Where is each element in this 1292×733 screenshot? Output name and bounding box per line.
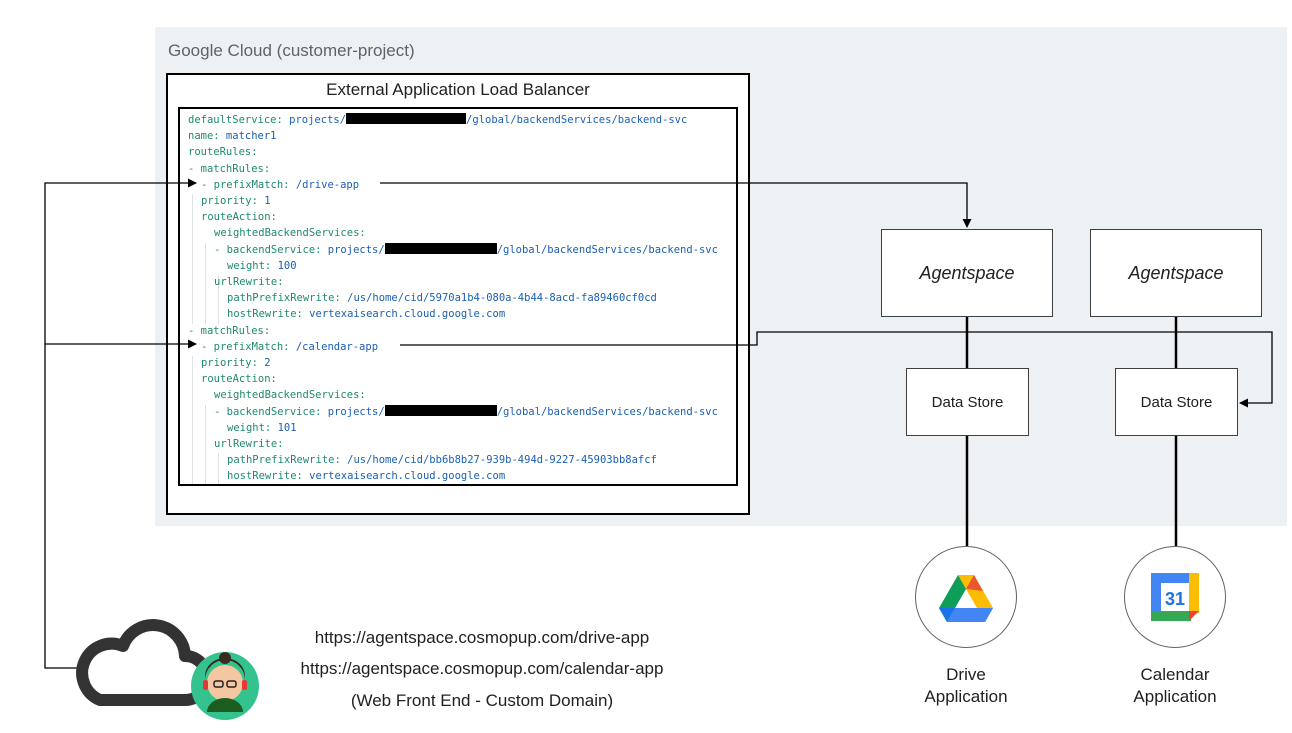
calendar-day-number: 31 xyxy=(1165,589,1185,609)
calendar-app-label-line2: Application xyxy=(1133,687,1217,706)
frontend-caption: (Web Front End - Custom Domain) xyxy=(350,691,614,710)
config-value: /us/home/cid/5970a1b4-080a-4b44-8acd-fa8… xyxy=(340,292,657,305)
drive-app-label: Drive Application xyxy=(896,664,1036,708)
redacted-project-id xyxy=(384,242,497,254)
config-line: urlRewrite: xyxy=(214,274,284,290)
config-key: - backendService: xyxy=(214,243,322,256)
indent-guide xyxy=(192,194,193,324)
indent-guide xyxy=(218,275,219,324)
config-key: pathPrefixRewrite: xyxy=(227,292,341,305)
redacted-project-id xyxy=(346,113,467,124)
calendar-app-label: Calendar Application xyxy=(1105,664,1245,708)
cloud-region-title: Google Cloud (customer-project) xyxy=(168,41,415,60)
config-line: routeAction: xyxy=(201,209,277,225)
config-key: - matchRules: xyxy=(188,324,271,337)
config-value: /global/backendServices/backend-svc xyxy=(466,114,688,126)
config-key: weightedBackendServices: xyxy=(214,227,366,240)
datastore-calendar-node: Data Store xyxy=(1115,368,1238,436)
config-line: name: matcher1 xyxy=(188,128,277,144)
config-value: projects/ xyxy=(321,243,385,256)
agentspace-drive-label: Agentspace xyxy=(919,262,1015,283)
config-key: - matchRules: xyxy=(188,162,271,175)
config-key: pathPrefixRewrite: xyxy=(227,454,341,467)
cloud-icon xyxy=(76,619,213,706)
google-drive-icon xyxy=(939,575,993,622)
config-key: hostRewrite: xyxy=(227,470,303,483)
config-key: weight: xyxy=(227,259,272,272)
config-line: weightedBackendServices: xyxy=(214,387,366,403)
config-line: weight: 100 xyxy=(227,258,297,274)
load-balancer-title: External Application Load Balancer xyxy=(326,80,590,99)
datastore-drive-node: Data Store xyxy=(906,368,1029,436)
config-line: weight: 101 xyxy=(227,420,297,436)
config-key: urlRewrite: xyxy=(214,276,284,288)
config-value: 2 xyxy=(257,357,271,369)
config-line: defaultService: projects/ /global/backend… xyxy=(188,112,687,128)
config-key: name: xyxy=(188,130,220,143)
config-key: - backendService: xyxy=(214,405,322,418)
config-value: 100 xyxy=(271,259,297,272)
config-line: pathPrefixRewrite: /us/home/cid/5970a1b4… xyxy=(227,290,657,306)
user-avatar-icon xyxy=(191,652,259,720)
redacted-project-id xyxy=(384,404,497,416)
config-line: - prefixMatch: /calendar-app xyxy=(201,339,378,355)
config-line: urlRewrite: xyxy=(214,436,284,452)
config-value: vertexaisearch.cloud.google.com xyxy=(302,308,506,321)
config-value: projects/ xyxy=(321,405,385,418)
config-value: /global/backendServices/backend-svc xyxy=(496,405,718,418)
indent-guide xyxy=(218,453,219,484)
indent-guide xyxy=(192,356,193,484)
drive-app-label-line2: Application xyxy=(924,687,1008,706)
config-line: - matchRules: xyxy=(188,161,270,177)
datastore-drive-label: Data Store xyxy=(931,393,1004,411)
config-key: - prefixMatch: xyxy=(201,178,290,191)
datastore-calendar-label: Data Store xyxy=(1140,393,1213,411)
config-key: routeRules: xyxy=(188,146,258,159)
config-line: pathPrefixRewrite: /us/home/cid/bb6b8b27… xyxy=(227,452,657,468)
config-line: - backendService: projects/ /global/backe… xyxy=(214,242,718,258)
config-line: hostRewrite: vertexaisearch.cloud.google… xyxy=(227,306,505,322)
config-key: - prefixMatch: xyxy=(201,340,290,353)
config-line: weightedBackendServices: xyxy=(214,225,366,241)
config-key: defaultService: xyxy=(188,114,283,126)
config-line: hostRewrite: vertexaisearch.cloud.google… xyxy=(227,468,505,484)
config-key: urlRewrite: xyxy=(214,438,284,450)
indent-guide xyxy=(205,404,206,484)
agentspace-drive-node: Agentspace xyxy=(881,229,1053,317)
frontend-url-drive: https://agentspace.cosmopup.com/drive-ap… xyxy=(314,628,650,647)
drive-app-label-line1: Drive xyxy=(946,665,986,684)
config-key: routeAction: xyxy=(201,373,277,386)
config-key: hostRewrite: xyxy=(227,308,303,321)
config-line: routeAction: xyxy=(201,371,277,387)
config-value: /global/backendServices/backend-svc xyxy=(496,243,718,256)
frontend-url-calendar: https://agentspace.cosmopup.com/calendar… xyxy=(300,659,664,678)
config-value: vertexaisearch.cloud.google.com xyxy=(302,470,506,483)
config-value: matcher1 xyxy=(219,130,277,143)
config-key: priority: xyxy=(201,195,258,207)
config-key: weight: xyxy=(227,421,272,434)
config-line: priority: 1 xyxy=(201,193,271,209)
config-key: weightedBackendServices: xyxy=(214,389,366,402)
agentspace-calendar-label: Agentspace xyxy=(1128,262,1224,283)
config-value: /drive-app xyxy=(289,178,360,191)
google-calendar-icon: 31 xyxy=(1151,573,1199,621)
config-value: /calendar-app xyxy=(289,340,379,353)
agentspace-calendar-node: Agentspace xyxy=(1090,229,1262,317)
config-line: routeRules: xyxy=(188,144,258,160)
config-value: /us/home/cid/bb6b8b27-939b-494d-9227-459… xyxy=(340,454,657,467)
config-value: 1 xyxy=(257,195,271,207)
config-line: - backendService: projects/ /global/backe… xyxy=(214,404,718,420)
config-line: - prefixMatch: /drive-app xyxy=(201,177,359,193)
calendar-app-circle: 31 xyxy=(1124,546,1226,648)
calendar-app-label-line1: Calendar xyxy=(1140,665,1210,684)
drive-app-circle xyxy=(915,546,1017,648)
config-line: - matchRules: xyxy=(188,323,270,339)
config-key: routeAction: xyxy=(201,211,277,224)
indent-guide xyxy=(205,242,206,324)
config-value: projects/ xyxy=(282,114,347,126)
config-key: priority: xyxy=(201,357,258,369)
config-line: priority: 2 xyxy=(201,355,271,371)
config-value: 101 xyxy=(271,421,297,434)
url-map-config: defaultService: projects/ /global/backend… xyxy=(178,107,738,486)
